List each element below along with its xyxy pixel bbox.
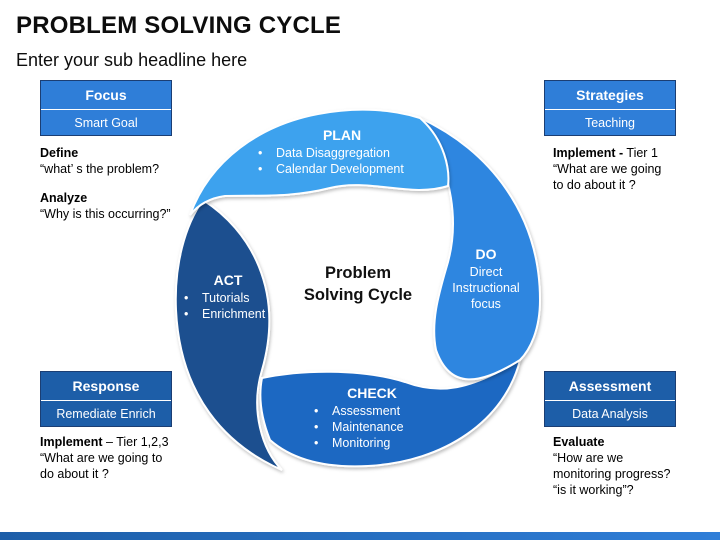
analyze-label: Analyze <box>40 191 88 205</box>
center-label-line1: Problem <box>324 264 392 282</box>
do-line: Instructional <box>452 281 520 295</box>
do-line: focus <box>471 297 501 311</box>
note-line: monitoring progress? <box>553 467 671 481</box>
check-item: Assessment <box>308 403 436 419</box>
act-item: Enrichment <box>178 306 278 322</box>
define-text: “what’ s the problem? <box>40 162 160 176</box>
plan-title: PLAN <box>322 127 362 143</box>
center-label: Problem Solving Cycle <box>290 262 426 306</box>
do-line: Direct <box>469 265 503 279</box>
note-line: do about it ? <box>40 467 109 481</box>
note-line: “How are we <box>553 451 624 465</box>
implement-tier: Tier 1 <box>623 146 658 160</box>
do-text: DO Direct Instructional focus <box>446 246 526 312</box>
page-title: PROBLEM SOLVING CYCLE <box>16 12 342 39</box>
response-box: Response Remediate Enrich <box>40 371 172 427</box>
focus-box-sub: Smart Goal <box>74 116 138 130</box>
page-subtitle: Enter your sub headline here <box>16 50 248 70</box>
bottom-accent-bar <box>0 532 720 540</box>
strategies-box: Strategies Teaching <box>544 80 676 136</box>
act-text: ACT Tutorials Enrichment <box>178 272 278 322</box>
note-top-left: Define “what’ s the problem? Analyze “Wh… <box>40 145 200 222</box>
strategies-box-sub: Teaching <box>584 116 636 130</box>
do-title: DO <box>475 246 497 262</box>
do-segment <box>417 115 542 381</box>
act-title: ACT <box>213 272 243 288</box>
assessment-box: Assessment Data Analysis <box>544 371 676 427</box>
implement-tier: – Tier 1,2,3 <box>102 435 169 449</box>
check-list: Assessment Maintenance Monitoring <box>308 403 436 451</box>
note-line: “What are we going to <box>40 451 163 465</box>
implement-label: Implement <box>40 435 103 449</box>
assessment-box-title: Assessment <box>545 372 675 401</box>
plan-list: Data Disaggregation Calendar Development <box>252 145 432 177</box>
note-line: “is it working”? <box>553 483 634 497</box>
note-top-right: Implement - Tier 1 “What are we going to… <box>553 145 713 193</box>
note-line: to do about it ? <box>553 178 636 192</box>
act-item: Tutorials <box>178 290 278 306</box>
evaluate-label: Evaluate <box>553 435 605 449</box>
note-bottom-right: Evaluate “How are we monitoring progress… <box>553 434 713 498</box>
center-label-line2: Solving Cycle <box>303 286 413 304</box>
act-list: Tutorials Enrichment <box>178 290 278 322</box>
plan-text: PLAN Data Disaggregation Calendar Develo… <box>252 127 432 177</box>
response-box-title: Response <box>41 372 171 401</box>
check-text: CHECK Assessment Maintenance Monitoring <box>308 385 436 451</box>
define-label: Define <box>40 146 79 160</box>
check-item: Maintenance <box>308 419 436 435</box>
act-segment <box>174 198 283 471</box>
response-box-sub: Remediate Enrich <box>56 407 156 421</box>
note-line: “What are we going <box>553 162 662 176</box>
implement-label: Implement - <box>553 146 624 160</box>
plan-item: Data Disaggregation <box>252 145 432 161</box>
focus-box-title: Focus <box>41 81 171 110</box>
note-bottom-left: Implement – Tier 1,2,3 “What are we goin… <box>40 434 210 482</box>
strategies-box-title: Strategies <box>545 81 675 110</box>
focus-box: Focus Smart Goal <box>40 80 172 136</box>
check-item: Monitoring <box>308 435 436 451</box>
check-title: CHECK <box>347 385 397 401</box>
analyze-text: “Why is this occurring?” <box>40 207 171 221</box>
plan-item: Calendar Development <box>252 161 432 177</box>
assessment-box-sub: Data Analysis <box>572 407 648 421</box>
